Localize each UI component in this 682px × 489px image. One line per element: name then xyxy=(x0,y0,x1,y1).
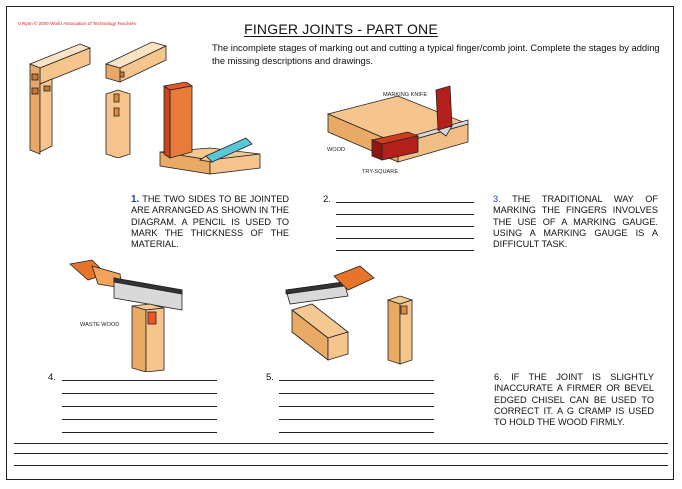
step-5-number: 5. xyxy=(266,372,274,383)
answer-line[interactable] xyxy=(62,406,217,407)
page-title-text: FINGER JOINTS - PART ONE xyxy=(244,21,438,37)
step-1-number: 1. xyxy=(131,194,140,205)
label-wood: WOOD xyxy=(327,147,346,153)
answer-line[interactable] xyxy=(336,226,474,227)
footer-rule xyxy=(14,453,668,454)
sawing-waste-illustration xyxy=(69,259,183,372)
answer-line[interactable] xyxy=(279,380,434,381)
label-marking-knife: MARKING KNIFE xyxy=(383,92,428,98)
step-4-number: 4. xyxy=(48,372,56,383)
marking-knife-illustration xyxy=(326,85,470,163)
answer-line[interactable] xyxy=(62,393,217,394)
step-1-text: THE TWO SIDES TO BE JOINTED ARE ARRANGED… xyxy=(131,194,289,250)
worksheet-frame xyxy=(6,6,674,480)
sawing-second-piece-illustration xyxy=(285,265,414,365)
copyright-notice: V.Ryan © 2009 World Association of Techn… xyxy=(18,21,136,26)
step-2-number: 2. xyxy=(323,194,331,205)
finger-joint-corner-illustration xyxy=(28,41,168,158)
page-title: FINGER JOINTS - PART ONE xyxy=(0,21,682,37)
step-6-description: 6. IF THE JOINT IS SLIGHTLY INACCURATE A… xyxy=(494,372,654,428)
answer-line[interactable] xyxy=(279,419,434,420)
pencil-marking-illustration xyxy=(159,82,261,175)
intro-text: The incomplete stages of marking out and… xyxy=(212,42,660,66)
step-6-number: 6. xyxy=(494,372,502,382)
footer-rule xyxy=(14,465,668,466)
label-waste-wood: WASTE WOOD xyxy=(80,322,120,328)
step-3-number: 3. xyxy=(493,194,501,204)
footer-rule xyxy=(14,443,668,444)
answer-line[interactable] xyxy=(279,406,434,407)
answer-line[interactable] xyxy=(62,432,217,433)
step-3-description: 3. THE TRADITIONAL WAY OF MARKING THE FI… xyxy=(493,194,658,250)
label-try-square: TRY-SQUARE xyxy=(362,169,399,175)
answer-line[interactable] xyxy=(279,432,434,433)
answer-line[interactable] xyxy=(336,250,474,251)
step-3-text: THE TRADITIONAL WAY OF MARKING THE FINGE… xyxy=(493,194,658,250)
answer-line[interactable] xyxy=(336,238,474,239)
answer-line[interactable] xyxy=(62,380,217,381)
answer-line[interactable] xyxy=(336,214,474,215)
answer-line[interactable] xyxy=(336,202,474,203)
step-1-description: 1. THE TWO SIDES TO BE JOINTED ARE ARRAN… xyxy=(131,194,289,250)
step-6-text: IF THE JOINT IS SLIGHTLY INACCURATE A FI… xyxy=(494,372,654,428)
answer-line[interactable] xyxy=(62,419,217,420)
answer-line[interactable] xyxy=(279,393,434,394)
